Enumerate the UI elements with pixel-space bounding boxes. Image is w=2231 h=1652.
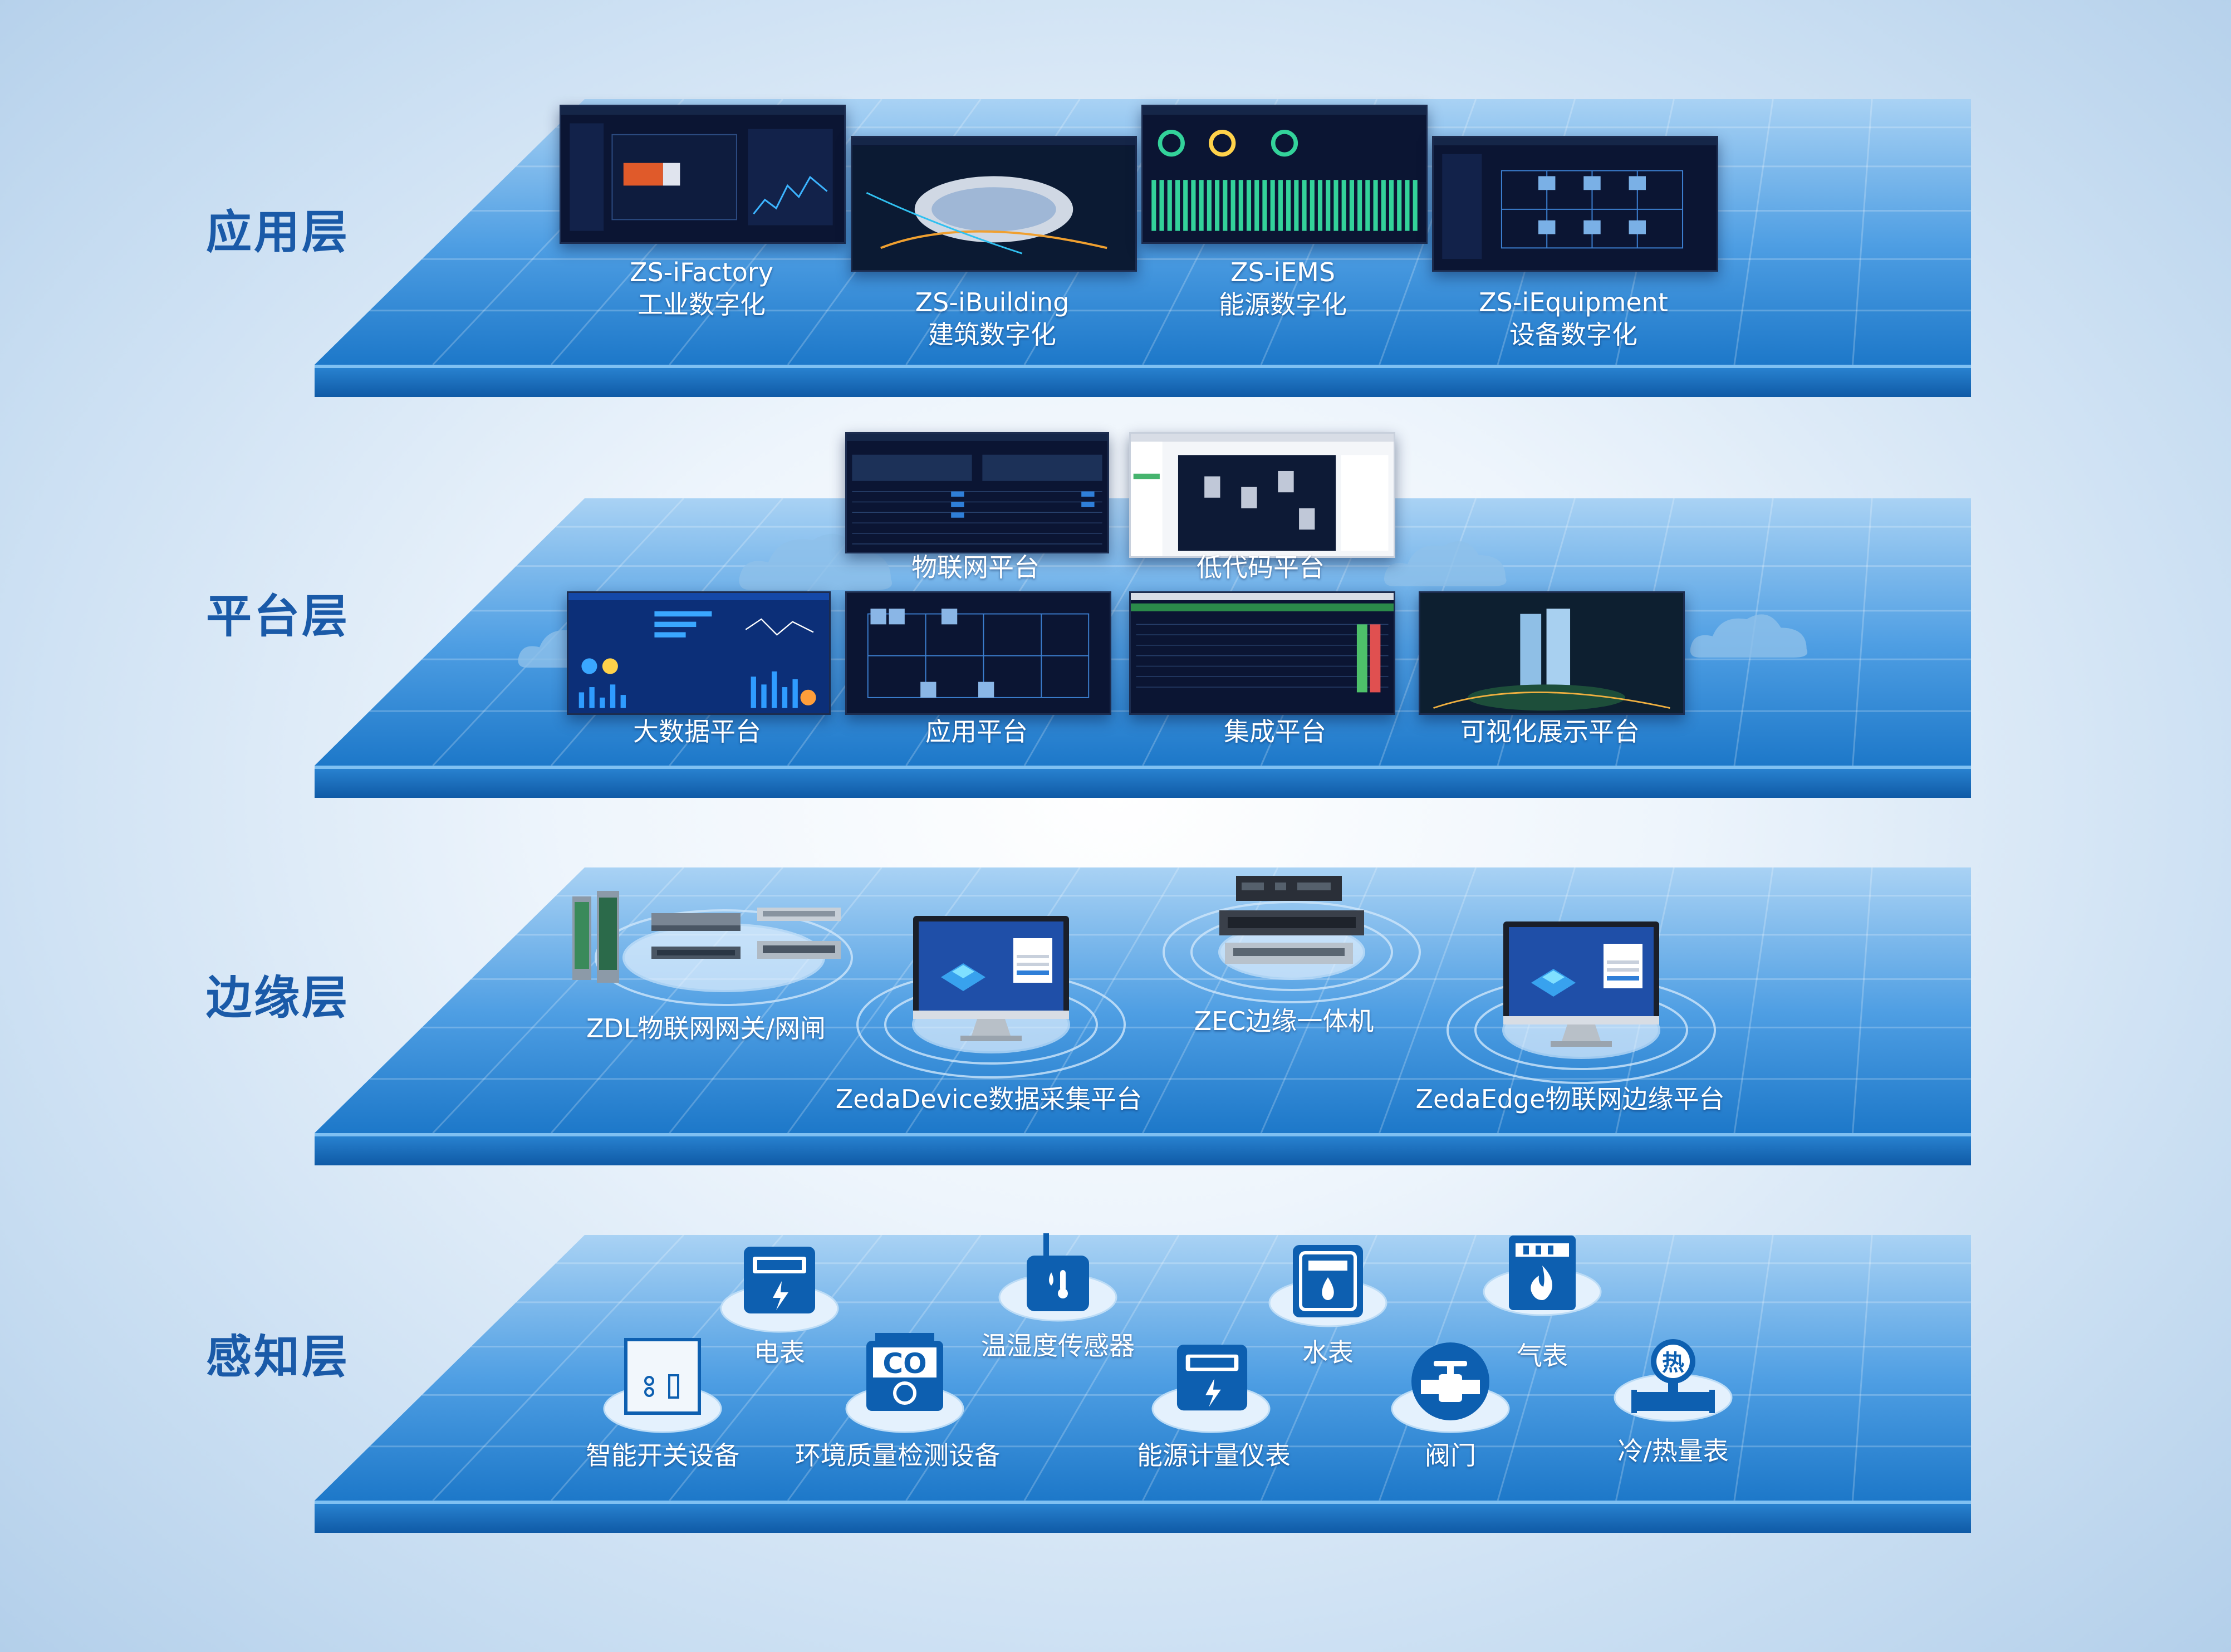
layer-label-edge: 边缘层 <box>206 972 350 1024</box>
smart-switch-icon <box>624 1338 701 1415</box>
temperature-humidity-sensor-icon <box>1027 1233 1089 1311</box>
energy-meter-icon <box>1176 1344 1248 1411</box>
co-detector-icon: CO <box>866 1333 943 1411</box>
valve-icon <box>1411 1342 1489 1420</box>
layer-label-application: 应用层 <box>206 206 350 259</box>
zedaedge-monitor <box>1503 921 1659 1047</box>
layer-plate-2 <box>315 866 1971 1165</box>
water-meter-icon <box>1293 1245 1363 1317</box>
iems-screenshot <box>1141 105 1428 244</box>
zedadevice-monitor <box>913 916 1069 1041</box>
layer-plate-3 <box>315 1234 1971 1533</box>
gateway-devices <box>572 891 841 983</box>
ifactory-screenshot <box>560 105 846 244</box>
ibuilding-screenshot <box>851 136 1137 272</box>
layer-label-platform: 平台层 <box>206 590 350 643</box>
heat-meter-icon: 热 <box>1631 1339 1715 1413</box>
co-text: CO <box>882 1347 926 1380</box>
zec-edge-box <box>1219 876 1364 964</box>
iequipment-screenshot <box>1432 136 1718 272</box>
integration-platform-screenshot <box>1129 591 1395 715</box>
layer-label-perception: 感知层 <box>206 1331 350 1384</box>
bigdata-platform-screenshot <box>567 591 831 715</box>
gas-meter-icon <box>1509 1236 1576 1310</box>
electric-meter-icon <box>744 1247 815 1313</box>
iot-platform-screenshot <box>845 432 1109 553</box>
lowcode-platform-screenshot <box>1129 432 1395 558</box>
application-platform-screenshot <box>845 591 1111 715</box>
heat-text: 热 <box>1662 1350 1684 1376</box>
visualization-platform-screenshot <box>1419 591 1685 715</box>
